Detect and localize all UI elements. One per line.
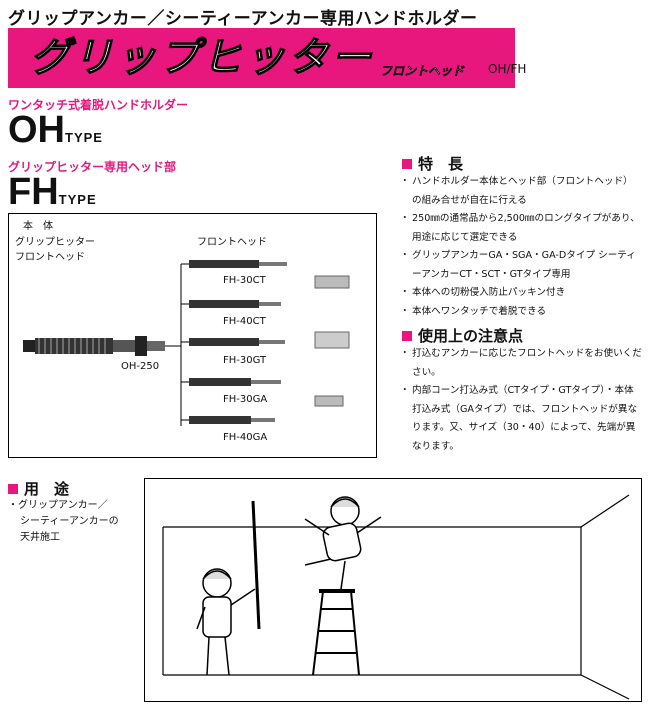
fh-type-code: FH (8, 171, 59, 213)
banner-subtitle: フロントヘッド (380, 64, 465, 78)
square-bullet-icon (402, 158, 412, 169)
diagram-head-title: フロントヘッド (197, 237, 267, 248)
oh-label: ワンタッチ式着脱ハンドホルダー (8, 98, 189, 112)
fh-type-suffix: TYPE (58, 192, 97, 207)
feature-item: 本体へワンタッチで着脱できる (400, 303, 642, 322)
page-title: グリップアンカー／シーティーアンカー専用ハンドホルダー (8, 9, 478, 29)
diagram-body-name: グリップヒッター (15, 237, 95, 248)
features-list: ハンドホルダー本体とヘッド部（フロントヘッド）の組み合せが自在に行える 250㎜… (400, 173, 642, 322)
cautions-heading: 使用上の注意点 (402, 325, 523, 346)
head-model-1: FH-30CT (223, 275, 266, 286)
connector-lines (165, 263, 189, 426)
banner-product-name: グリップヒッター (29, 34, 374, 81)
feature-item: 250㎜の通常品から2,500㎜のロングタイプがあり、用途に応じて選定できる (400, 210, 642, 247)
oh-type-code: OH (8, 109, 65, 151)
feature-item: グリップアンカーGA・SGA・GA-Dタイプ シーティーアンカーCT・SCT・G… (400, 247, 642, 284)
feature-item: 本体への切粉侵入防止パッキン付き (400, 284, 642, 303)
diagram-body-sub: フロントヘッド (15, 252, 85, 263)
usage-line-2: シーティーアンカーの (20, 516, 119, 527)
caution-item: 内部コーン打込み式（CTタイプ・GTタイプ）・本体打込み式（GAタイプ）では、フ… (400, 382, 642, 456)
usage-title: 用 途 (24, 480, 70, 498)
illustration-drawing (162, 494, 630, 700)
fh-type-heading: FHTYPE (8, 172, 97, 212)
head-model-3: FH-30GT (223, 355, 267, 366)
oh-type-heading: OHTYPE (8, 110, 103, 150)
features-heading: 特 長 (402, 153, 463, 174)
usage-line-3: 天井施工 (20, 532, 60, 543)
diagram-drawing (23, 260, 350, 426)
caution-item: 打込むアンカーに応じたフロントヘッドをお使いください。 (400, 345, 642, 382)
banner-code: OH/FH (488, 62, 527, 76)
cautions-list: 打込むアンカーに応じたフロントヘッドをお使いください。 内部コーン打込み式（CT… (400, 345, 642, 456)
fh-label: グリップヒッター専用ヘッド部 (8, 160, 177, 174)
holder-model-label: OH-250 (121, 361, 160, 372)
usage-heading: 用 途 (8, 478, 69, 499)
oh-type-suffix: TYPE (65, 130, 103, 145)
square-bullet-icon (8, 483, 18, 494)
features-title: 特 長 (418, 155, 464, 173)
cautions-title: 使用上の注意点 (418, 327, 524, 345)
usage-text: ・グリップアンカー／ シーティーアンカーの 天井施工 (8, 498, 119, 546)
product-banner: グリップヒッター フロントヘッド OH/FH (8, 28, 526, 88)
diagram-body-label: 本 体 (23, 221, 53, 232)
square-bullet-icon (402, 330, 412, 341)
ceiling-work-illustration (144, 478, 642, 702)
product-diagram: 本 体 グリップヒッター フロントヘッド フロントヘッド (8, 213, 377, 458)
front-head-drawings (189, 260, 287, 424)
holder-body-drawing (23, 336, 165, 356)
head-model-2: FH-40CT (223, 316, 266, 327)
usage-line-1: ・グリップアンカー／ (8, 500, 108, 511)
anchor-drawings (314, 275, 350, 407)
feature-item: ハンドホルダー本体とヘッド部（フロントヘッド）の組み合せが自在に行える (400, 173, 642, 210)
head-model-4: FH-30GA (223, 394, 268, 405)
head-model-5: FH-40GA (223, 432, 268, 443)
